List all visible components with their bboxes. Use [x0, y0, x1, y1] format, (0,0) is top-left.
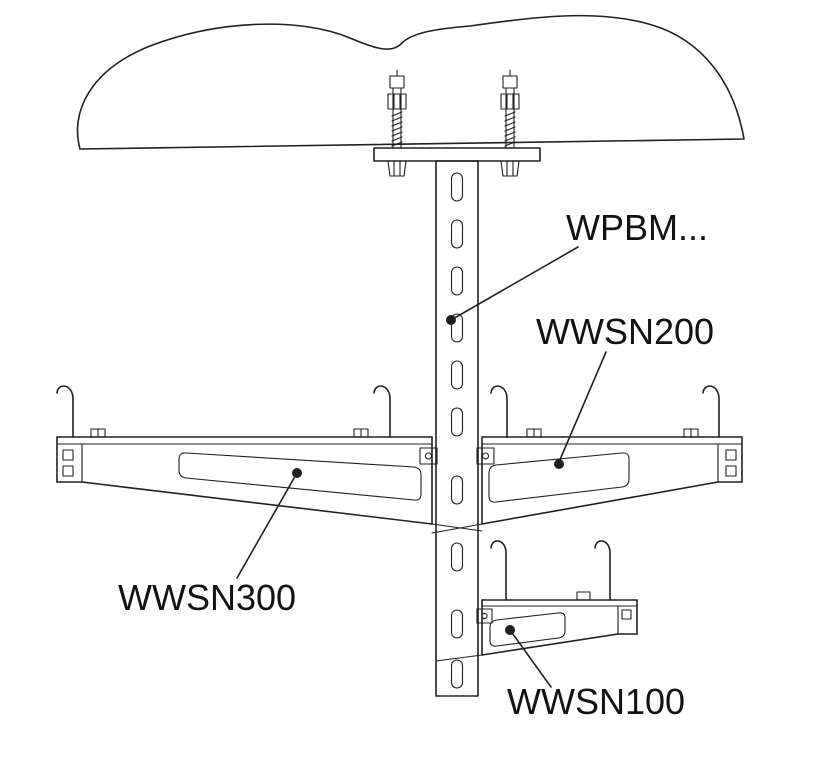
callout-dot-wwsn100: [505, 625, 515, 635]
hanging-hook: [373, 385, 391, 438]
threaded-rod-right: [497, 69, 523, 177]
hex-nut: [387, 160, 407, 177]
leader-line-wwsn300: [236, 472, 298, 579]
hanging-hook: [594, 540, 611, 601]
leader-line-wpbm: [450, 246, 579, 321]
bracket-web-crossing-line: [435, 654, 483, 662]
rod-coupler-nut: [500, 93, 520, 110]
threaded-rod-left: [384, 69, 410, 177]
leader-line-wwsn100: [509, 629, 552, 688]
rod-coupler-nut: [387, 93, 407, 110]
clamp-plate: [476, 608, 493, 624]
clamp-plate: [476, 447, 495, 465]
channel-slot: [450, 542, 464, 572]
channel-slot: [450, 475, 464, 505]
hanging-hook: [702, 385, 720, 438]
bracket-web-bottom: [81, 481, 433, 525]
callouts: WPBM... WWSN200 WWSN300 WWSN100: [118, 207, 714, 722]
callout-dot-wwsn300: [292, 468, 302, 478]
label-wpbm: WPBM...: [566, 207, 708, 248]
callout-dot-wwsn200: [554, 459, 564, 469]
channel-slot: [450, 266, 464, 296]
channel-clamps: [419, 447, 495, 624]
bracket-wwsn100: [481, 540, 638, 656]
channel-slot: [450, 407, 464, 437]
end-plate-hole: [62, 449, 74, 461]
channel-slot: [450, 172, 464, 202]
thread-marks: [391, 111, 403, 147]
bracket-web-crossing-line: [431, 523, 483, 534]
rod-head: [389, 75, 405, 89]
mounting-plate: [373, 147, 541, 162]
ceiling: [76, 14, 745, 150]
thread-marks: [504, 111, 516, 147]
channel-slot: [450, 609, 464, 639]
hanging-hook: [490, 540, 507, 601]
end-plate-hole: [725, 449, 737, 461]
bracket-slot: [178, 452, 422, 501]
label-wwsn100: WWSN100: [507, 681, 685, 722]
clamp-bolt: [424, 452, 433, 460]
vertical-channel: [431, 160, 483, 697]
channel-slot: [450, 219, 464, 249]
label-wwsn200: WWSN200: [536, 311, 714, 352]
bracket-slot: [489, 612, 566, 647]
ceiling-outline: [76, 14, 745, 150]
hanging-hook: [490, 385, 508, 438]
clamp-plate: [419, 447, 438, 465]
channel-body: [435, 160, 479, 697]
end-plate-hole: [725, 465, 737, 477]
hex-nut: [500, 160, 520, 177]
channel-slot: [450, 659, 464, 689]
channel-slot: [450, 313, 464, 343]
hanging-hook: [56, 385, 74, 438]
rod-head: [502, 75, 518, 89]
top-bolt: [576, 591, 591, 601]
label-wwsn300: WWSN300: [118, 577, 296, 618]
bracket-slot: [488, 452, 630, 503]
bracket-web-bottom: [481, 633, 619, 656]
channel-slot: [450, 360, 464, 390]
bracket-web-bottom: [481, 481, 719, 525]
end-plate-hole: [62, 465, 74, 477]
callout-dot-wpbm: [446, 315, 456, 325]
bracket-web-crossing-line: [431, 523, 483, 532]
clamp-bolt: [481, 452, 490, 460]
bracket-wwsn300: [56, 385, 433, 525]
leader-line-wwsn200: [558, 351, 607, 463]
bracket-wwsn200: [481, 385, 743, 525]
channel-slots: [450, 172, 464, 689]
end-plate-hole: [621, 609, 632, 620]
